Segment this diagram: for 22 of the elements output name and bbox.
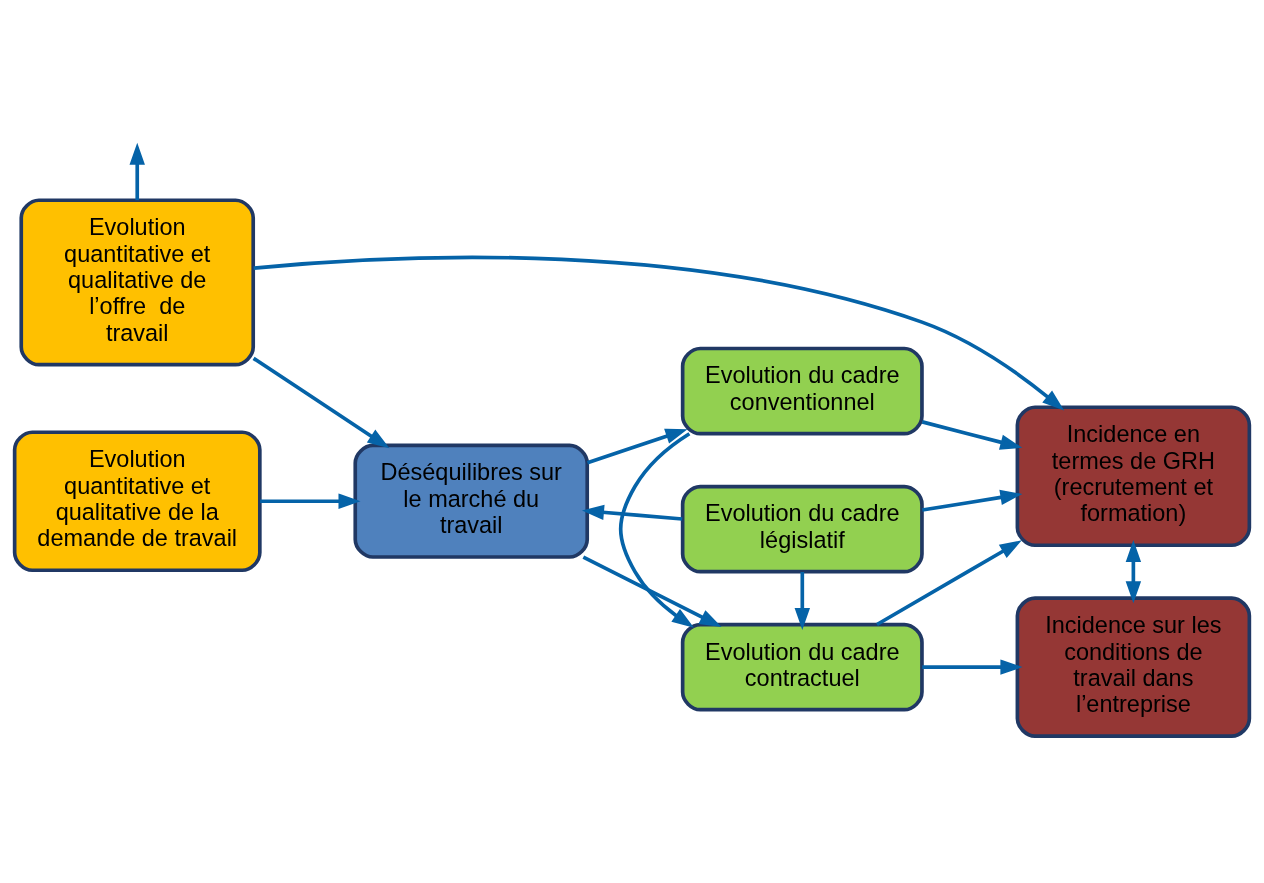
arrow xyxy=(876,540,1022,627)
arrow xyxy=(922,659,1023,675)
arrow xyxy=(260,493,361,509)
arrow xyxy=(252,356,390,449)
arrow xyxy=(794,572,811,631)
arrow xyxy=(129,142,145,201)
arrow xyxy=(582,555,722,628)
arrow xyxy=(581,504,683,521)
arrow xyxy=(921,420,1023,450)
arrow xyxy=(1125,540,1142,604)
arrow xyxy=(586,428,688,465)
node-box: Déséquilibres sur le marché du travail xyxy=(353,443,590,559)
arrow xyxy=(921,489,1023,512)
node-box: Evolution quantitative et qualitative de l’offre de travail xyxy=(19,198,256,367)
node-box: Evolution du cadre conventionnel xyxy=(680,346,924,436)
arrow xyxy=(618,432,694,628)
node-box: Evolution du cadre contractuel xyxy=(680,622,924,712)
node-box: Incidence en termes de GRH (recrutement et formation) xyxy=(1015,405,1252,548)
node-box: Incidence sur les conditions de travail dans l’entreprise xyxy=(1015,596,1252,738)
node-box: Evolution du cadre législatif xyxy=(680,484,924,574)
arrow xyxy=(253,255,1065,411)
node-box: Evolution quantitative et qualitative de la demande de travail xyxy=(12,430,262,573)
